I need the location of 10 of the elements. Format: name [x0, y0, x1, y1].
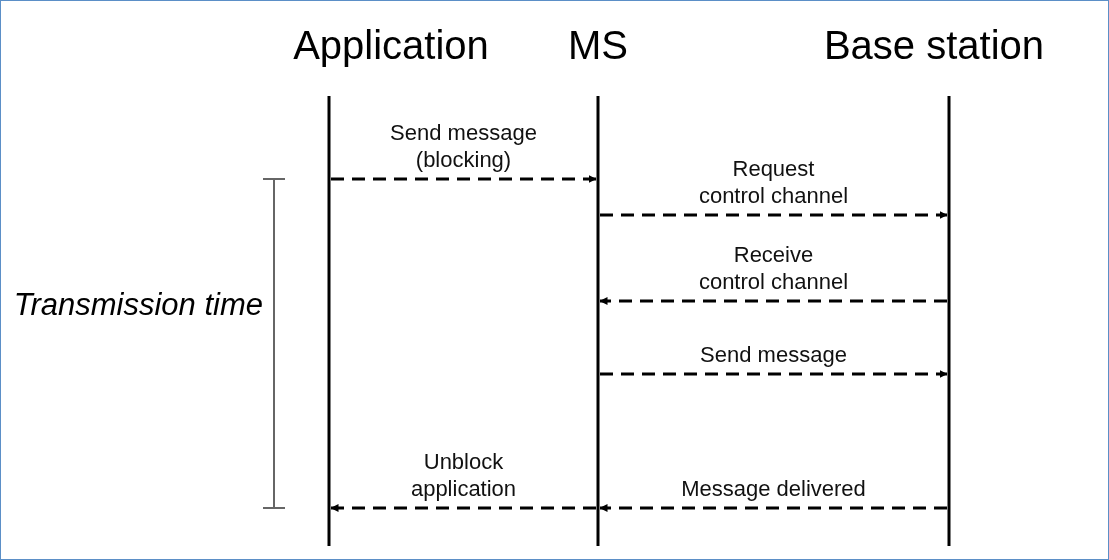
arrow	[600, 211, 948, 219]
participant-label: MS	[568, 23, 628, 68]
arrow	[599, 297, 947, 305]
participant-label: Application	[293, 23, 489, 68]
arrow	[331, 175, 597, 183]
arrow	[599, 504, 947, 512]
annotation-text: Transmission time	[12, 286, 263, 324]
arrow	[600, 370, 948, 378]
arrow	[330, 504, 596, 512]
participant-label: Base station	[823, 23, 1045, 68]
